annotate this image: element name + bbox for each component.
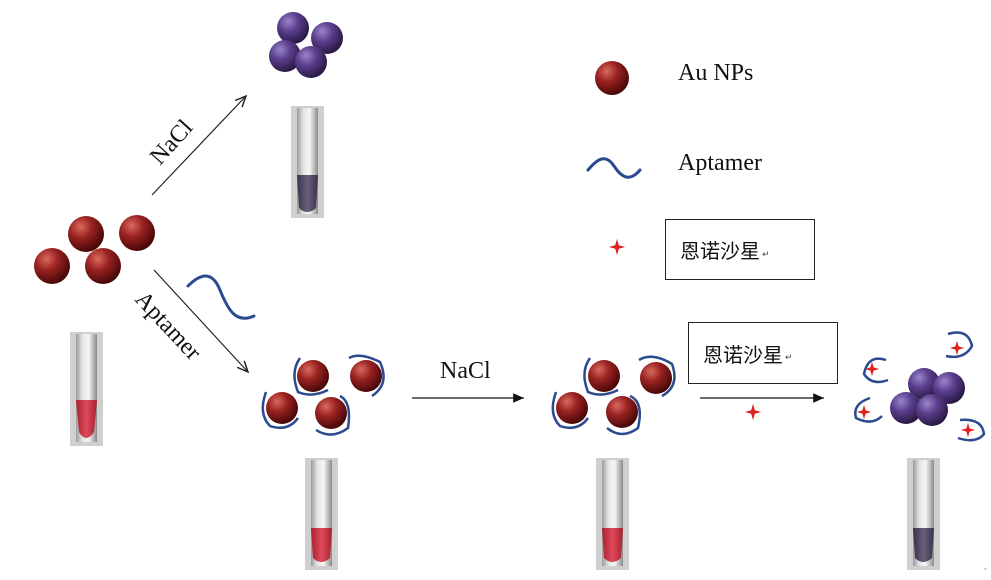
arrow-label-nacl-top: NaCl (145, 115, 198, 170)
enrofloxacin-star-icon (608, 238, 626, 256)
aptamer-coated-nps-2 (551, 355, 676, 436)
aggregated-np (269, 40, 301, 72)
corner-mark: ˇ (984, 567, 987, 576)
aggregated-np (311, 22, 343, 54)
arrow-label-enrofloxacin: 恩诺沙星 (703, 342, 783, 367)
arrow-label-enrofloxacin-box: 恩诺沙星 ↵ (688, 322, 838, 384)
legend-label-enrofloxacin-box: 恩诺沙星 ↵ (665, 219, 815, 280)
initial-au-nps (34, 215, 155, 284)
arrow-to-aptamer-binding (153, 269, 248, 372)
arrow-label-aptamer: Aptamer (130, 286, 206, 365)
tube-final-purple (907, 458, 940, 570)
legend-label-enrofloxacin: 恩诺沙星 (680, 239, 760, 263)
au-np (119, 215, 155, 251)
return-mark: ↵ (785, 353, 793, 363)
return-mark: ↵ (762, 249, 770, 260)
enrofloxacin-star-icon (744, 403, 762, 421)
final-aggregate (890, 368, 965, 426)
au-np (85, 248, 121, 284)
aptamer-wave-icon (186, 274, 256, 320)
arrow-label-nacl-middle: NaCl (440, 358, 491, 384)
tube-aptamer-red (305, 458, 338, 570)
legend: Au NPs Aptamer (586, 60, 762, 256)
legend-label-au-nps: Au NPs (678, 60, 753, 86)
top-aggregate (269, 12, 343, 78)
aptamer-wave-icon (586, 157, 642, 179)
aptamer-coated-nps-1 (261, 354, 385, 436)
tube-top-purple (291, 106, 324, 218)
au-np (68, 216, 104, 252)
aggregated-np (295, 46, 327, 78)
legend-label-aptamer: Aptamer (678, 150, 762, 176)
au-np (34, 248, 70, 284)
tube-initial-red (70, 332, 103, 446)
arrow-to-aggregation (151, 96, 246, 196)
tube-after-nacl-red (596, 458, 629, 570)
aggregated-np (277, 12, 309, 44)
red-nanoparticle-icon (595, 61, 629, 95)
aptamer-target-complexes (854, 331, 986, 442)
